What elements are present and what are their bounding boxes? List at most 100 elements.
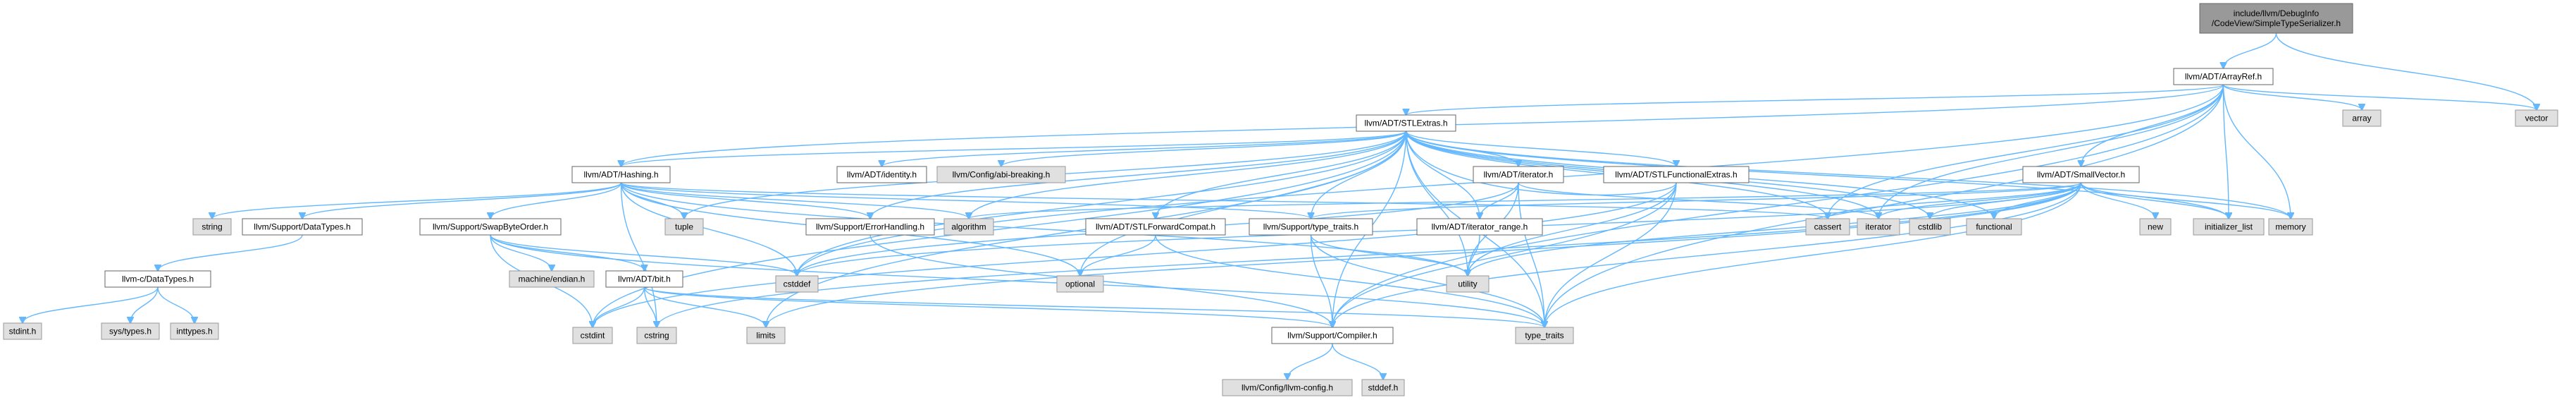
edge-arrayref-to-memory [2222, 84, 2291, 219]
node-box-iterrange [1416, 218, 1543, 236]
edge-stlextras-to-hashing [621, 131, 1407, 166]
node-label-cdatatypes: llvm-c/DataTypes.h [122, 274, 194, 284]
node-swapbyte[interactable]: llvm/Support/SwapByteOrder.h [419, 218, 562, 236]
edge-swapbyte-to-endian [490, 234, 552, 271]
node-label-stdint: stdint.h [9, 327, 37, 337]
node-box-typetraits_h [1249, 218, 1373, 236]
node-arrayref[interactable]: llvm/ADT/ArrayRef.h [2173, 68, 2274, 85]
node-label-optional: optional [1065, 279, 1095, 289]
edge-stlextras-to-cstdint [593, 131, 1407, 327]
edge-smallvector-to-algorithm [969, 182, 2082, 219]
node-identity[interactable]: llvm/ADT/identity.h [836, 166, 927, 183]
node-stlfunc[interactable]: llvm/ADT/STLFunctionalExtras.h [1603, 166, 1750, 183]
node-box-algorithm [943, 218, 994, 236]
edge-hashing-to-datatypes [302, 182, 622, 219]
node-array: array [2342, 109, 2382, 127]
node-bit[interactable]: llvm/ADT/bit.h [605, 270, 683, 288]
edge-stlfwd-to-type_traits [1155, 234, 1544, 327]
node-compiler[interactable]: llvm/Support/Compiler.h [1271, 327, 1394, 344]
node-datatypes[interactable]: llvm/Support/DataTypes.h [242, 218, 363, 236]
graph-nodes: include/llvm/DebugInfo/CodeView/SimpleTy… [3, 3, 2558, 396]
node-box-type_traits [1515, 327, 1574, 344]
node-new: new [2139, 218, 2172, 236]
node-box-cstdint [572, 327, 613, 344]
edge-stlextras-to-identity [882, 131, 1407, 166]
node-systypes: sys/types.h [101, 322, 160, 340]
node-label-llvmconfig: llvm/Config/llvm-config.h [1241, 383, 1333, 393]
node-iterator_h[interactable]: llvm/ADT/iterator.h [1473, 166, 1564, 183]
node-box-cstddef [775, 275, 819, 293]
node-label-functional: functional [1976, 222, 2012, 232]
edge-cdatatypes-to-inttypes [157, 286, 194, 323]
edge-arrayref-to-compiler [1332, 84, 2224, 327]
edge-stlextras-to-algorithm [969, 131, 1407, 219]
edge-arrayref-to-initlist [2222, 84, 2229, 219]
node-box-stlfunc [1603, 166, 1750, 183]
node-box-datatypes [242, 218, 363, 236]
node-label-datatypes: llvm/Support/DataTypes.h [254, 222, 350, 232]
node-box-tuple [664, 218, 704, 236]
node-inttypes: inttypes.h [170, 322, 219, 340]
node-llvmconfig: llvm/Config/llvm-config.h [1222, 379, 1353, 396]
node-typetraits_h[interactable]: llvm/Support/type_traits.h [1249, 218, 1373, 236]
node-cdatatypes[interactable]: llvm-c/DataTypes.h [104, 270, 211, 288]
node-box-errorhandling [805, 218, 935, 236]
node-label-initlist: initializer_list [2205, 222, 2253, 232]
node-functional: functional [1966, 218, 2022, 236]
node-box-smallvector [2022, 166, 2140, 183]
node-label-identity: llvm/ADT/identity.h [847, 170, 917, 180]
node-stlfwd[interactable]: llvm/ADT/STLForwardCompat.h [1085, 218, 1226, 236]
edge-stlfunc-to-cstdint [593, 182, 1677, 327]
node-type_traits: type_traits [1515, 327, 1574, 344]
edge-stlfwd-to-optional [1080, 234, 1156, 276]
node-label-iterator: iterator [1865, 222, 1891, 232]
node-errorhandling[interactable]: llvm/Support/ErrorHandling.h [805, 218, 935, 236]
node-stddef: stddef.h [1361, 379, 1405, 396]
edge-stlextras-to-memory [1405, 131, 2291, 219]
node-box-swapbyte [419, 218, 562, 236]
node-smallvector[interactable]: llvm/ADT/SmallVector.h [2022, 166, 2140, 183]
edge-datatypes-to-cdatatypes [158, 234, 303, 271]
node-label-type_traits: type_traits [1525, 331, 1563, 341]
node-label-typetraits_h: llvm/Support/type_traits.h [1263, 222, 1358, 232]
node-abibreaking: llvm/Config/abi-breaking.h [936, 166, 1066, 183]
edge-arrayref-to-stlextras [1406, 84, 2224, 115]
edge-smallvector-to-typetraits_h [1311, 182, 2082, 219]
node-box-identity [836, 166, 927, 183]
node-box-stdint [3, 322, 42, 340]
node-box-systypes [101, 322, 160, 340]
edge-arrayref-to-smallvector [2081, 84, 2224, 166]
edge-hashing-to-cstddef [620, 182, 798, 276]
edge-root-to-arrayref [2224, 32, 2277, 68]
node-label-cstddef: cstddef [784, 279, 811, 289]
node-cstring: cstring [636, 327, 677, 344]
node-label-swapbyte: llvm/Support/SwapByteOrder.h [433, 222, 548, 232]
node-label-memory: memory [2275, 222, 2305, 232]
edge-smallvector-to-cstring [657, 182, 2082, 327]
node-box-stlextras [1356, 114, 1456, 132]
node-algorithm: algorithm [943, 218, 994, 236]
edge-stlfunc-to-stlextras [1406, 131, 1677, 196]
node-box-array [2342, 109, 2382, 127]
node-stlextras[interactable]: llvm/ADT/STLExtras.h [1356, 114, 1456, 132]
edge-bit-to-cstdint [593, 286, 645, 327]
edge-arrayref-to-cassert [1828, 84, 2224, 219]
node-box-cassert [1805, 218, 1850, 236]
node-label-array: array [2352, 114, 2371, 123]
node-label-hashing: llvm/ADT/Hashing.h [583, 170, 658, 180]
node-box-iterator_h [1473, 166, 1564, 183]
node-label-string: string [202, 222, 222, 232]
edge-cdatatypes-to-systypes [130, 286, 159, 323]
edge-hashing-to-algorithm [620, 182, 970, 219]
node-box-cstdlib [1909, 218, 1951, 236]
edge-iterrange-to-utility [1468, 234, 1480, 276]
node-label-abibreaking: llvm/Config/abi-breaking.h [953, 170, 1051, 180]
node-iterrange[interactable]: llvm/ADT/iterator_range.h [1416, 218, 1543, 236]
node-box-cstring [636, 327, 677, 344]
edge-cdatatypes-to-stdint [23, 286, 159, 323]
edge-hashing-to-swapbyte [490, 182, 622, 219]
node-vector: vector [2515, 109, 2558, 127]
edge-swapbyte-to-type_traits [490, 234, 1544, 327]
node-hashing[interactable]: llvm/ADT/Hashing.h [571, 166, 671, 183]
edge-bit-to-type_traits [643, 286, 1545, 327]
